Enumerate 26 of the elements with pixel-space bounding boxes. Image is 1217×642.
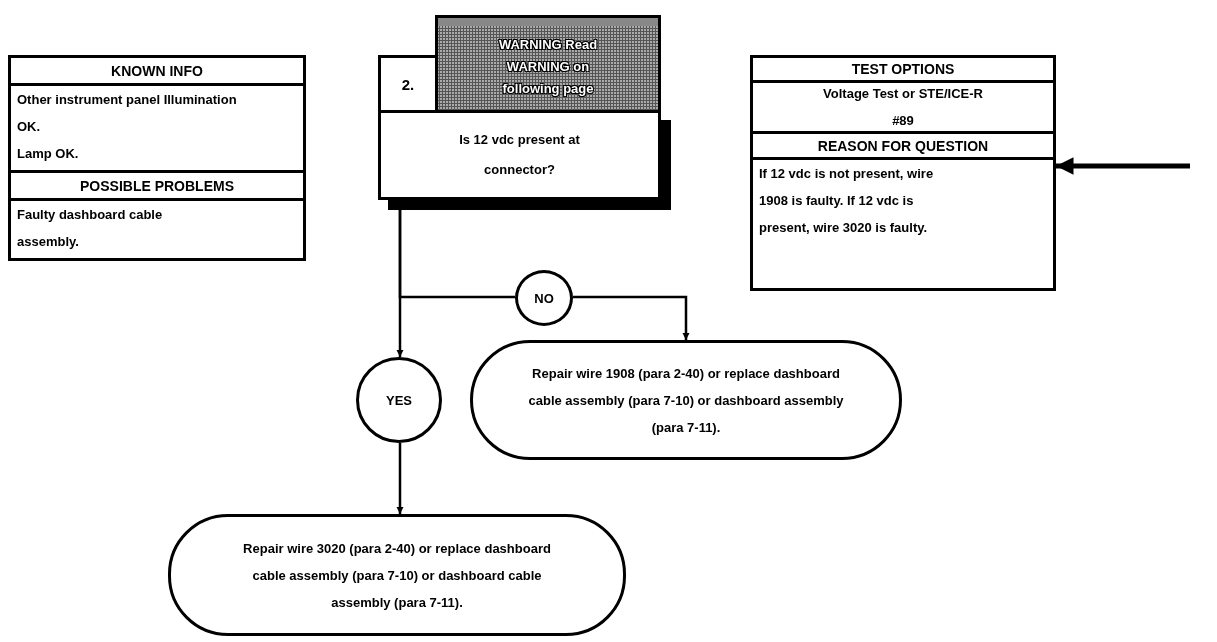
decision-circle (515, 270, 573, 326)
panel-heading: TEST OPTIONS (851, 61, 955, 77)
panel-row (750, 80, 1056, 134)
arrow (1056, 157, 1190, 175)
arrow (396, 443, 404, 514)
panel-text: If 12 vdc is not present, wire 1908 is faulty. If 12 vdc is present, wire 3020 is faulty. (759, 165, 935, 237)
panel-text: Other instrument panel Illumination OK. (17, 91, 237, 136)
panel-row (8, 83, 306, 173)
panel-text: Voltage Test or STE/ICE-R #89 (822, 85, 984, 130)
decision-label: NO (534, 290, 554, 306)
panel-row (8, 198, 306, 261)
warning-tab (435, 15, 661, 113)
step-number-tab (378, 55, 438, 113)
panel-text: Lamp OK. (17, 145, 80, 163)
panel-heading: POSSIBLE PROBLEMS (80, 177, 234, 194)
panel-heading-row (750, 55, 1056, 83)
node-text: Repair wire 1908 (para 2-40) or replace dashboard cable assembly (para 7-10) or dashboard assembly (para 7-11). (527, 364, 845, 437)
node-text: 2. (401, 75, 415, 93)
arrow (573, 295, 690, 340)
panel-heading: REASON FOR QUESTION (817, 137, 989, 154)
node-text: Is 12 vdc present at connector? (458, 131, 581, 179)
node-text: Repair wire 3020 (para 2-40) or replace dashboard cable assembly (para 7-10) or dashboard cable assembly (para 7-11). (242, 539, 552, 612)
panel-row (750, 157, 1056, 291)
panel-text: Faulty dashboard cable assembly. (17, 206, 164, 251)
decision-label: YES (386, 392, 412, 408)
panel-heading: KNOWN INFO (111, 62, 203, 79)
